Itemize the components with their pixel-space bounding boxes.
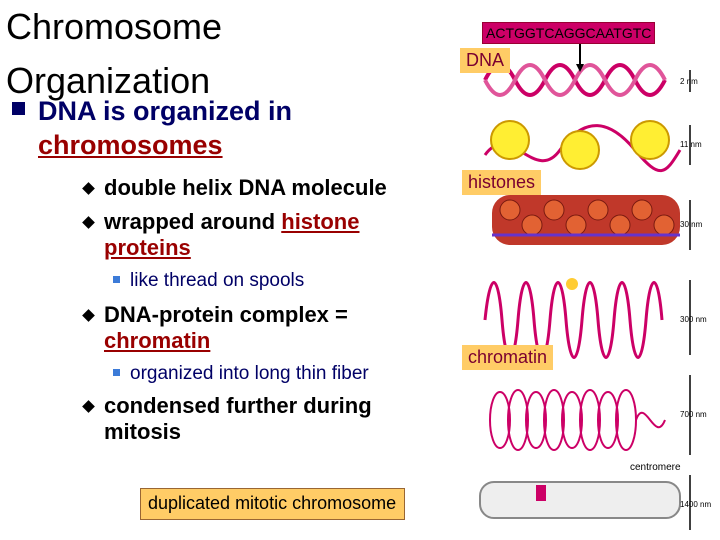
sub-sub-bullet-2: organized into long thin fiber — [113, 363, 369, 385]
diamond-bullet-icon — [82, 400, 95, 413]
dna-label: DNA — [460, 48, 511, 73]
sub-bullet-1-text: double helix DNA molecule — [104, 175, 387, 200]
scale-700nm: 700 nm — [680, 410, 707, 419]
chromatin-term: chromatin — [104, 328, 211, 353]
scale-1400nm: 1400 nm — [680, 500, 712, 509]
main-bullet-line-1: DNA is organized in — [38, 96, 293, 126]
mitotic-chromosome-label: duplicated mitotic chromosome — [140, 488, 406, 520]
diamond-bullet-icon — [82, 309, 95, 322]
square-bullet-icon — [12, 102, 25, 115]
dna-sequence: ACTGGTCAGGCAATGTC — [482, 22, 656, 44]
main-bullet-line-2: chromosomes — [38, 130, 223, 160]
sub-sub-bullet-1-text: like thread on spools — [130, 270, 305, 291]
sub-bullet-4: condensed further during mitosis — [82, 393, 372, 445]
scale-300nm: 300 nm — [680, 315, 707, 324]
proteins-term: proteins — [104, 235, 191, 260]
dna-helix — [483, 63, 667, 97]
sub-bullet-4-line-1: condensed further during — [104, 393, 372, 418]
diamond-bullet-icon — [82, 182, 95, 195]
chromosome-figure — [479, 42, 691, 530]
title-line-2: Organization — [6, 60, 211, 101]
solenoid-fiber — [492, 195, 680, 245]
sub-bullet-3-line-1: DNA-protein complex = — [104, 302, 348, 327]
square-bullet-icon — [113, 276, 120, 283]
sub-bullet-2: wrapped around histone proteins — [82, 209, 360, 261]
main-bullet: DNA is organized in chromosomes — [12, 94, 293, 162]
sub-bullet-1: double helix DNA molecule — [82, 175, 387, 201]
scale-2nm: 2 nm — [680, 77, 698, 86]
diamond-bullet-icon — [82, 216, 95, 229]
looped-fiber — [483, 278, 664, 359]
sub-sub-bullet-1: like thread on spools — [113, 270, 305, 292]
nucleosome-string — [483, 120, 682, 173]
histone-term: histone — [281, 209, 360, 234]
slide-title: Chromosome Organization — [6, 0, 222, 108]
scale-30nm: 30 nm — [680, 220, 703, 229]
title-line-1: Chromosome — [6, 6, 223, 47]
square-bullet-icon — [113, 369, 120, 376]
condensed-section — [489, 389, 666, 451]
histones-label: histones — [462, 170, 542, 195]
sub-bullet-2-prefix: wrapped around — [104, 209, 282, 234]
centromere-label: centromere — [630, 462, 681, 473]
mitotic-chromosome — [479, 481, 681, 519]
chromatin-label: chromatin — [462, 345, 554, 370]
sub-sub-bullet-2-text: organized into long thin fiber — [130, 363, 369, 384]
sub-bullet-3: DNA-protein complex = chromatin — [82, 302, 348, 354]
scale-11nm: 11 nm — [680, 140, 702, 149]
sub-bullet-4-line-2: mitosis — [104, 419, 182, 444]
